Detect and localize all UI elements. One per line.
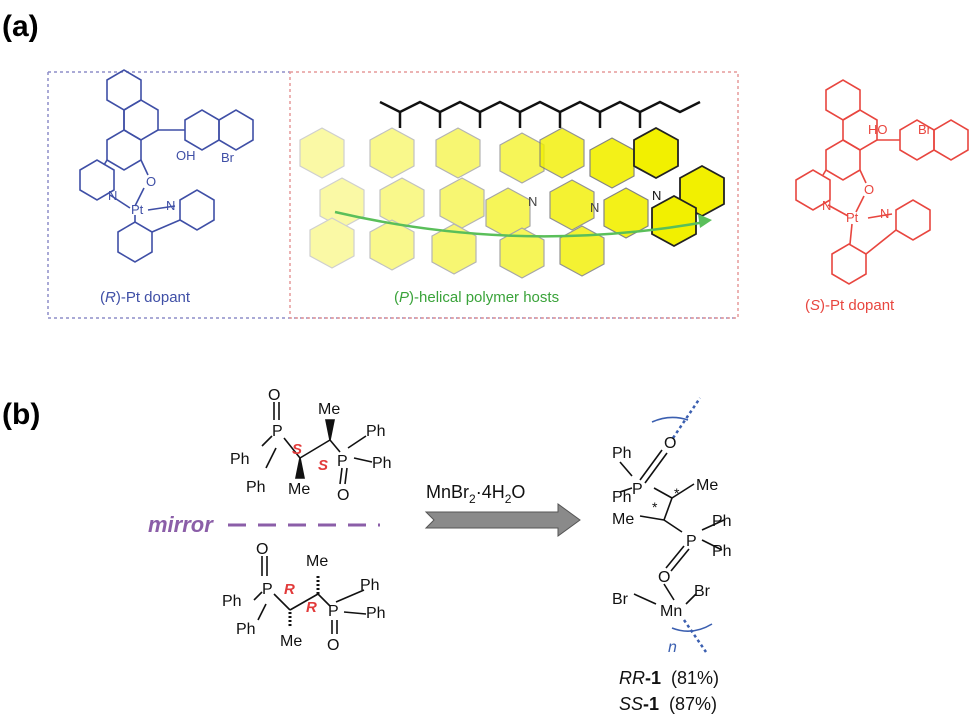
product-star2: *	[652, 499, 658, 515]
product-star1: *	[674, 485, 680, 501]
s-dopant-n1-atom: N	[822, 198, 831, 213]
product-br1: Br	[612, 591, 629, 608]
product-ph4: Ph	[712, 543, 732, 560]
helix-direction-arrow	[334, 210, 712, 238]
product-mn-atom: Mn	[660, 603, 682, 620]
s-dopant-o-atom: O	[864, 182, 874, 197]
s-dopant-ho-atom: HO	[868, 122, 888, 137]
product-structure	[619, 397, 725, 653]
ss-p2-atom: P	[337, 453, 348, 470]
polymer-n-atoms: N N N	[528, 188, 661, 215]
host-n-atom-3: N	[652, 188, 661, 203]
rr-me2: Me	[280, 633, 302, 650]
mirror-label: mirror	[148, 512, 214, 537]
rr-ph3: Ph	[360, 577, 380, 594]
r-dopant-o-atom: O	[146, 174, 156, 189]
r-dopant-br-atom: Br	[221, 150, 235, 165]
rr-r1-config: R	[284, 581, 295, 598]
rr-ligand-structure	[253, 556, 367, 634]
ss-o-atom: O	[268, 387, 280, 404]
r-dopant-n2-atom: N	[166, 198, 175, 213]
rr-ph1: Ph	[222, 593, 242, 610]
r-pt-dopant-atoms: O Pt N N OH Br	[108, 148, 235, 217]
product-o1-atom: O	[664, 435, 676, 452]
rr-o1-atom: O	[256, 541, 268, 558]
rr-ph4: Ph	[366, 605, 386, 622]
ss-ph2: Ph	[246, 479, 266, 496]
ss-p1-atom: P	[272, 423, 283, 440]
ss-ligand-structure	[261, 402, 373, 485]
host-n-atom-1: N	[528, 194, 537, 209]
r-dopant-pt-atom: Pt	[131, 202, 144, 217]
host-n-atom-2: N	[590, 200, 599, 215]
panel-a-frames	[47, 71, 739, 319]
r-dopant-oh-atom: OH	[176, 148, 196, 163]
yield-rr: RR-1(81%)	[619, 668, 719, 688]
s-dopant-n2-atom: N	[880, 206, 889, 221]
ss-ph1: Ph	[230, 451, 250, 468]
product-ph1: Ph	[612, 445, 632, 462]
reaction-arrow	[424, 503, 581, 537]
product-me2: Me	[612, 511, 634, 528]
ss-me2: Me	[288, 481, 310, 498]
s-pt-dopant-label: (S)-Pt dopant	[805, 297, 895, 314]
r-dopant-n1-atom: N	[108, 188, 117, 203]
s-dopant-br-atom: Br	[918, 122, 932, 137]
product-o2-atom: O	[658, 569, 670, 586]
rr-r2-config: R	[306, 599, 317, 616]
ss-me1: Me	[318, 401, 340, 418]
ss-s1-config: S	[292, 441, 302, 458]
s-dopant-pt-atom: Pt	[846, 210, 859, 225]
product-p1-atom: P	[632, 481, 643, 498]
rr-o2-atom: O	[327, 637, 339, 654]
s-pt-dopant-atoms: O Pt N N HO Br	[822, 122, 932, 225]
r-pt-dopant-structure	[79, 69, 254, 263]
carbazole-units	[299, 126, 725, 279]
s-pt-dopant-structure	[795, 79, 969, 285]
rr-ph2: Ph	[236, 621, 256, 638]
yield-ss: SS-1(87%)	[619, 694, 717, 714]
ss-o2-atom: O	[337, 487, 349, 504]
rr-me1: Me	[306, 553, 328, 570]
product-p2-atom: P	[686, 533, 697, 550]
ss-ligand-atoms: O P Ph Ph Me Me P Ph Ph O S S	[230, 387, 392, 504]
product-atoms: O Ph P Ph Me * * Me P Ph Ph O Br Br Mn n	[612, 435, 732, 656]
product-me1: Me	[696, 477, 718, 494]
polymer-backbone	[379, 100, 701, 128]
product-ph2: Ph	[612, 489, 632, 506]
rr-p1-atom: P	[262, 581, 273, 598]
rr-ligand-atoms: O P Ph Ph Me Me P Ph Ph O R R	[222, 541, 386, 654]
ss-ph4: Ph	[372, 455, 392, 472]
rr-p2-atom: P	[328, 603, 339, 620]
product-br2: Br	[694, 583, 711, 600]
reagent-label: MnBr2·4H2O	[426, 482, 525, 506]
r-pt-dopant-label: (R)-Pt dopant	[100, 289, 191, 306]
helical-polymer-label: (P)-helical polymer hosts	[394, 289, 559, 306]
product-ph3: Ph	[712, 513, 732, 530]
ss-ph3: Ph	[366, 423, 386, 440]
panel-b-label: (b)	[2, 398, 40, 431]
panel-a-label: (a)	[2, 10, 39, 43]
product-n-subscript: n	[668, 639, 677, 656]
ss-s2-config: S	[318, 457, 328, 474]
